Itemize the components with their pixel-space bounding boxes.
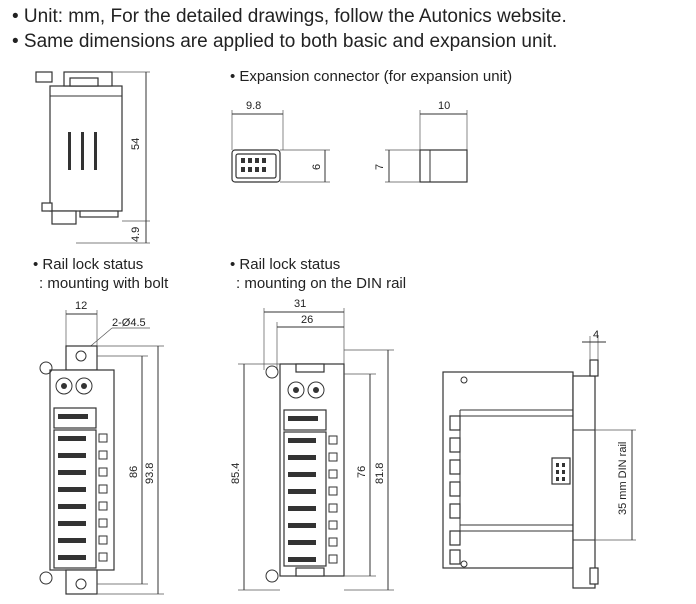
dim-bolt-inner: 86 (128, 466, 140, 478)
dim-bolt-width: 12 (75, 300, 87, 312)
dim-din-outer-height: 81.8 (374, 463, 386, 484)
dim-bolt-outer: 93.8 (144, 463, 156, 484)
dim-conn2-height: 7 (374, 164, 386, 170)
din-mounting-view: 31 26 85.4 76 81.8 (230, 298, 394, 591)
caption-rail-lock-1: • Rail lock status (33, 256, 144, 273)
note-units: • Unit: mm, For the detailed drawings, f… (12, 6, 567, 27)
note-same-dimensions: • Same dimensions are applied to both ba… (12, 31, 558, 52)
dim-din-inner-height: 76 (356, 466, 368, 478)
connector-front-view: 9.8 6 (231, 100, 330, 183)
dim-rail-depth: 4 (593, 329, 599, 341)
bolt-mounting-view: 12 2-Ø4.5 (39, 300, 164, 595)
dim-conn2-width: 10 (438, 100, 450, 112)
dim-bolt-hole: 2-Ø4.5 (112, 317, 146, 329)
dim-din-inner-width: 26 (301, 314, 313, 326)
dim-din-left-height: 85.4 (230, 463, 242, 484)
dim-rail-label: 35 mm DIN rail (617, 442, 629, 515)
connector-side-view: 10 7 (374, 100, 468, 183)
dip-switches (55, 377, 93, 395)
dim-side-offset: 4.9 (130, 227, 142, 242)
dim-conn-width: 9.8 (246, 100, 261, 112)
side-view: 54 4.9 (35, 71, 150, 244)
din-side-view: 4 35 mm DIN rail (442, 329, 636, 589)
dim-din-outer-width: 31 (294, 298, 306, 310)
caption-rail-lock-2: • Rail lock status (230, 256, 341, 273)
dim-side-height: 54 (130, 138, 142, 150)
caption-mounting-bolt: : mounting with bolt (39, 275, 169, 292)
dim-conn-height: 6 (311, 164, 323, 170)
caption-mounting-din: : mounting on the DIN rail (236, 275, 407, 292)
caption-expansion-connector: • Expansion connector (for expansion uni… (230, 68, 513, 85)
terminal-blocks (53, 407, 108, 569)
